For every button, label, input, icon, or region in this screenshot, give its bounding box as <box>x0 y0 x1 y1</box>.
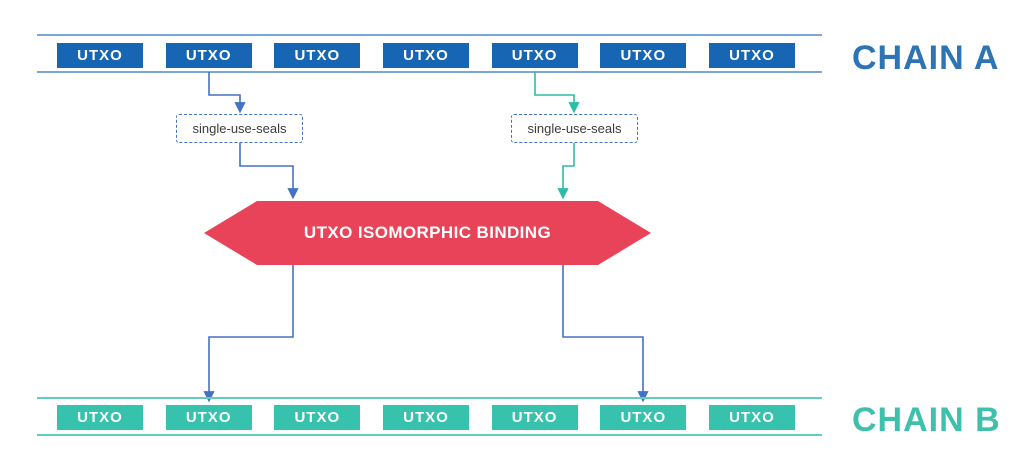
chain-a-utxo-box: UTXO <box>491 43 578 68</box>
chain-b-utxo-box: UTXO <box>600 405 687 430</box>
single-use-seals-box-right: single-use-seals <box>511 114 638 143</box>
single-use-seals-label: single-use-seals <box>192 121 287 136</box>
connector-seals-right-to-binding <box>557 143 575 200</box>
connector-seals-left-to-binding <box>239 143 299 200</box>
connector-utxo5-to-seals-right <box>534 72 580 114</box>
binding-label: UTXO ISOMORPHIC BINDING <box>303 223 552 242</box>
chain-a-utxo-box: UTXO <box>57 43 143 68</box>
chain-a-label: CHAIN A <box>852 39 1000 77</box>
chain-a-utxo-box: UTXO <box>600 43 687 68</box>
chain-b-rail-bottom <box>37 434 822 436</box>
chain-b-utxo-box: UTXO <box>491 405 578 430</box>
connector-utxo2-to-seals-left <box>208 72 246 114</box>
single-use-seals-box-left: single-use-seals <box>176 114 303 143</box>
chain-b-utxo-box: UTXO <box>708 405 795 430</box>
chain-b-utxo-box: UTXO <box>274 405 361 430</box>
chain-a-utxo-box: UTXO <box>165 43 252 68</box>
chain-b-utxo-box: UTXO <box>57 405 143 430</box>
chain-b-label: CHAIN B <box>852 401 1001 439</box>
chain-a-utxo-box: UTXO <box>708 43 795 68</box>
chain-a-rail-top <box>37 34 822 36</box>
chain-b-utxo-row: UTXO UTXO UTXO UTXO UTXO UTXO UTXO <box>57 405 795 430</box>
single-use-seals-label: single-use-seals <box>527 121 622 136</box>
chain-b-utxo-box: UTXO <box>165 405 252 430</box>
connector-binding-to-chainb-right <box>562 265 649 403</box>
chain-a-utxo-row: UTXO UTXO UTXO UTXO UTXO UTXO UTXO <box>57 43 795 68</box>
chain-a-utxo-box: UTXO <box>274 43 361 68</box>
chain-a-utxo-box: UTXO <box>382 43 469 68</box>
chain-b-utxo-box: UTXO <box>382 405 469 430</box>
chain-b-rail-top <box>37 397 822 399</box>
connector-binding-to-chainb-left <box>203 265 294 403</box>
chain-a-rail-bottom <box>37 71 822 73</box>
